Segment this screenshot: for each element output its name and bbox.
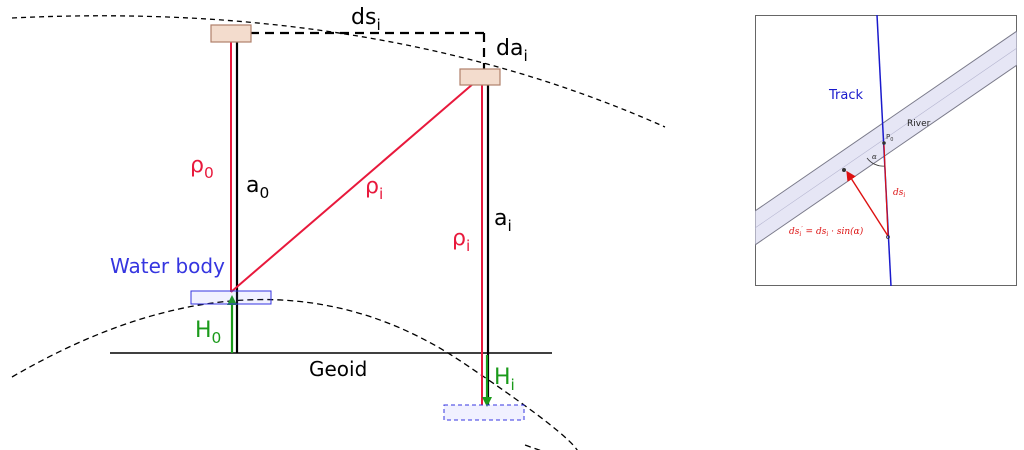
river-centerline <box>755 47 1017 229</box>
label-alpha: α <box>872 153 877 161</box>
water-body-i <box>443 404 525 421</box>
label-h0: H0 <box>195 318 221 347</box>
ds-prime-vector <box>846 170 889 237</box>
label-p0: P0 <box>886 133 893 143</box>
label-formula: dsi′ = dsi · sin(α) <box>789 226 864 238</box>
inset-panel: Track River P0 α dsi dsi′ = dsi · sin(α) <box>755 15 1017 286</box>
label-da: dai <box>496 36 528 65</box>
label-river: River <box>907 119 931 129</box>
point-projection <box>842 168 846 172</box>
orbit-curve <box>11 15 666 128</box>
label-ds-inset: dsi <box>893 188 905 199</box>
alpha-angle-arc <box>866 157 886 167</box>
ds-vector <box>883 144 889 237</box>
label-geoid: Geoid <box>309 357 367 381</box>
label-track: Track <box>828 88 863 103</box>
point-p0 <box>882 141 886 145</box>
label-rhoi-diagonal: ρi <box>365 174 383 203</box>
label-hi: Hi <box>494 365 515 394</box>
point-track <box>886 235 890 239</box>
satellite-0 <box>210 24 252 43</box>
rhoi-diagonal-line <box>230 76 482 293</box>
label-a0: a0 <box>246 173 269 202</box>
label-rho0: ρ0 <box>190 153 214 182</box>
satellite-i <box>459 68 501 86</box>
label-rhoi-vertical: ρi <box>452 226 470 255</box>
water-body-0 <box>190 290 272 305</box>
label-water-body: Water body <box>110 254 225 278</box>
label-ai: ai <box>494 206 512 235</box>
label-ds: dsi <box>351 5 381 34</box>
